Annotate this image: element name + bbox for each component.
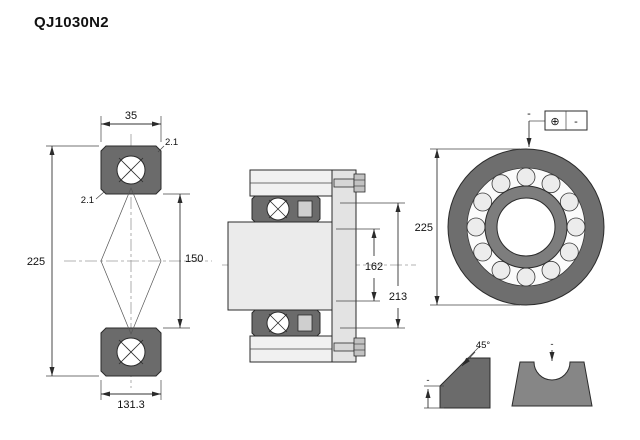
drawing-title: QJ1030N2	[34, 14, 109, 31]
contact-line	[118, 339, 144, 365]
chamfer-top-right-label: 2.1	[165, 137, 178, 148]
bolt-shank-bottom	[333, 342, 355, 352]
groove-detail-view: -	[511, 339, 593, 407]
cross-section-view: 35 2.1 2.1 225 150 131.3	[27, 110, 212, 411]
shaft-abutment-label: 162	[365, 261, 383, 273]
contact-line	[268, 199, 288, 219]
ball	[541, 260, 561, 280]
mounting-view: 162 213	[222, 169, 416, 363]
bolt-head-bottom	[353, 337, 366, 357]
position-tolerance-icon: ⊕	[550, 116, 559, 128]
end-plate	[331, 169, 357, 363]
ball	[473, 192, 493, 212]
locating-ring-top	[297, 200, 313, 218]
front-outer-diameter-label: 225	[415, 222, 433, 234]
ball	[491, 174, 511, 194]
ball	[491, 260, 511, 280]
dim-width-label: 35	[125, 110, 137, 122]
leader-line	[95, 191, 105, 200]
ball	[559, 192, 579, 212]
groove-dim-dash: -	[550, 339, 553, 350]
bottom-dim-label: 131.3	[117, 399, 145, 411]
bore	[496, 197, 556, 257]
leader-line	[157, 145, 165, 153]
contact-line	[268, 313, 288, 333]
front-view: 225 - ⊕ -	[415, 108, 605, 306]
outer-diameter-label: 225	[27, 256, 45, 268]
chamfer-leader-line	[461, 351, 476, 367]
chamfer-left-label: 2.1	[81, 195, 94, 206]
ball	[473, 242, 493, 262]
groove-section	[511, 361, 593, 407]
bolt-shank-top	[333, 178, 355, 188]
chamfer-section	[439, 357, 491, 409]
chamfer-detail-view: 45° -	[424, 340, 491, 409]
tolerance-value-label: -	[574, 116, 578, 128]
bore-label: 150	[185, 253, 203, 265]
chamfer-extension-line	[467, 346, 480, 359]
shaft-section	[227, 221, 333, 311]
ball	[541, 174, 561, 194]
chamfer-angle-label: 45°	[476, 340, 491, 351]
bolt-head-top	[353, 173, 366, 193]
chamfer-dim-dash: -	[426, 375, 429, 386]
ball	[466, 217, 486, 237]
ball	[559, 242, 579, 262]
ball	[516, 267, 536, 287]
contact-line	[118, 157, 144, 183]
locating-ring-bottom	[297, 314, 313, 332]
ball	[516, 167, 536, 187]
housing-abutment-label: 213	[389, 291, 407, 303]
contact-angle-diamond	[100, 187, 162, 335]
ball	[566, 217, 586, 237]
datum-dash-label: -	[527, 108, 531, 120]
